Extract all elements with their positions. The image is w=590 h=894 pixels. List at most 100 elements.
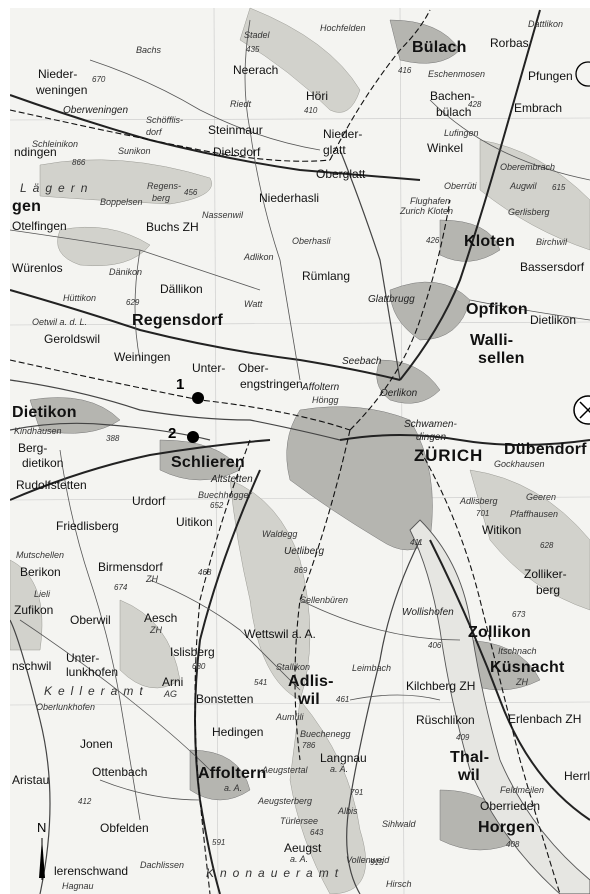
- place-label: Leimbach: [352, 663, 392, 673]
- place-label: Arni: [162, 675, 184, 689]
- place-label: Oberlunkhofen: [36, 702, 96, 712]
- place-label: Feldmeilen: [500, 785, 545, 795]
- place-label: Gerlisberg: [508, 207, 550, 217]
- place-label: Berg-: [18, 441, 48, 455]
- elevation-label: 426: [426, 236, 440, 245]
- place-label: Watt: [244, 299, 263, 309]
- place-label: glatt: [323, 143, 346, 157]
- place-label: Hedingen: [212, 725, 264, 739]
- place-label: ZH: [146, 574, 158, 584]
- place-label: Bonstetten: [196, 692, 254, 706]
- place-label: Vollenweid: [346, 855, 390, 865]
- place-label: Altstetten: [211, 474, 253, 485]
- elevation-label: 435: [246, 45, 260, 54]
- place-label: Jonen: [80, 737, 113, 751]
- place-label: Lieli: [34, 589, 51, 599]
- north-arrow-label: N: [37, 820, 47, 835]
- place-label: ZÜRICH: [414, 446, 484, 465]
- place-label: Aesch: [144, 611, 178, 625]
- place-label: Sellenbüren: [300, 595, 349, 605]
- place-label: Nieder-: [323, 127, 363, 141]
- place-label: Obfelden: [100, 821, 149, 835]
- region-label: Lägern: [20, 181, 94, 195]
- elevation-label: 866: [72, 158, 86, 167]
- place-label: Würenlos: [12, 261, 63, 275]
- place-label: engstringen: [240, 377, 303, 391]
- place-label: Pfungen: [528, 69, 573, 83]
- place-label: Höri: [306, 89, 329, 103]
- place-label: Embrach: [514, 101, 563, 115]
- airfield-symbol: [573, 395, 590, 425]
- elevation-label: 456: [184, 188, 198, 197]
- place-label: Otelfingen: [12, 219, 67, 233]
- place-label: Albis: [338, 806, 358, 816]
- place-label: Rorbas: [490, 36, 529, 50]
- place-label: Mutschellen: [16, 550, 65, 560]
- place-label: Witikon: [482, 523, 522, 537]
- place-label: Oberrüti: [444, 181, 477, 191]
- place-label: Kilchberg ZH: [406, 679, 476, 693]
- place-label: Birmensdorf: [98, 560, 163, 574]
- place-label: Flughafen: [410, 196, 451, 206]
- elevation-label: 643: [310, 828, 324, 837]
- place-label: Dachlissen: [140, 860, 185, 870]
- place-label: Bassersdorf: [520, 260, 585, 274]
- place-label: Wettswil a. A.: [244, 627, 316, 641]
- place-label: Oberrieden: [480, 799, 541, 813]
- place-label: Hüttikon: [63, 293, 97, 303]
- place-label: Gockhausen: [494, 459, 545, 469]
- place-label: dingen: [416, 432, 447, 443]
- place-label: lerenschwand: [54, 864, 129, 878]
- place-label: gen: [12, 198, 42, 215]
- region-label: Knonaueramt: [206, 866, 345, 880]
- elevation-label: 406: [428, 641, 442, 650]
- place-label: Thal-: [450, 749, 490, 766]
- place-label: Stallikon: [276, 662, 311, 672]
- elevation-label: 786: [302, 741, 316, 750]
- elevation-label: 468: [198, 568, 212, 577]
- place-label: Winkel: [427, 141, 464, 155]
- elevation-label: 629: [126, 298, 140, 307]
- place-label: Walli-: [470, 332, 514, 349]
- place-label: a. A.: [224, 783, 243, 793]
- place-label: weningen: [36, 83, 88, 97]
- place-label: Dübendorf: [504, 441, 587, 458]
- place-label: Unter-: [192, 361, 226, 375]
- place-label: Dällikon: [160, 282, 203, 296]
- place-label: Bachs: [136, 45, 162, 55]
- place-label: Oberweningen: [63, 105, 129, 116]
- elevation-label: 411: [410, 538, 423, 547]
- place-label: Oberglatt: [316, 167, 366, 181]
- place-label: Niederhasli: [259, 191, 320, 205]
- place-label: Augwil: [510, 181, 537, 191]
- elevation-label: 408: [506, 840, 520, 849]
- place-label: Glattbrugg: [368, 294, 415, 305]
- place-label: bülach: [436, 105, 472, 119]
- place-label: Zufikon: [14, 603, 54, 617]
- place-label: Aumüli: [276, 712, 304, 722]
- elevation-label: 409: [456, 733, 470, 742]
- place-label: ZH: [150, 625, 162, 635]
- place-label: Bachen-: [430, 89, 475, 103]
- place-label: Zolliker-: [524, 567, 567, 581]
- place-label: Hagnau: [62, 881, 94, 891]
- place-label: Adlis-: [288, 673, 334, 690]
- place-label: Aeugsterberg: [258, 796, 313, 806]
- place-label: berg: [152, 193, 171, 203]
- place-label: Sunikon: [118, 146, 151, 156]
- place-label: Lufingen: [444, 128, 479, 138]
- place-label: Friedlisberg: [56, 519, 119, 533]
- place-label: Berikon: [20, 565, 61, 579]
- north-arrow-icon: [39, 838, 45, 880]
- place-label: Aeugst: [284, 841, 322, 855]
- elevation-label: 416: [398, 66, 412, 75]
- place-label: Steinmaur: [208, 123, 263, 137]
- place-label: Oerlikon: [380, 388, 418, 399]
- place-label: AG: [164, 689, 178, 699]
- place-label: ZH: [516, 677, 528, 687]
- place-label: Uitikon: [176, 515, 213, 529]
- place-label: Stadel: [244, 30, 270, 40]
- place-label: Zollikon: [468, 624, 531, 641]
- place-label: Dietikon: [12, 404, 77, 421]
